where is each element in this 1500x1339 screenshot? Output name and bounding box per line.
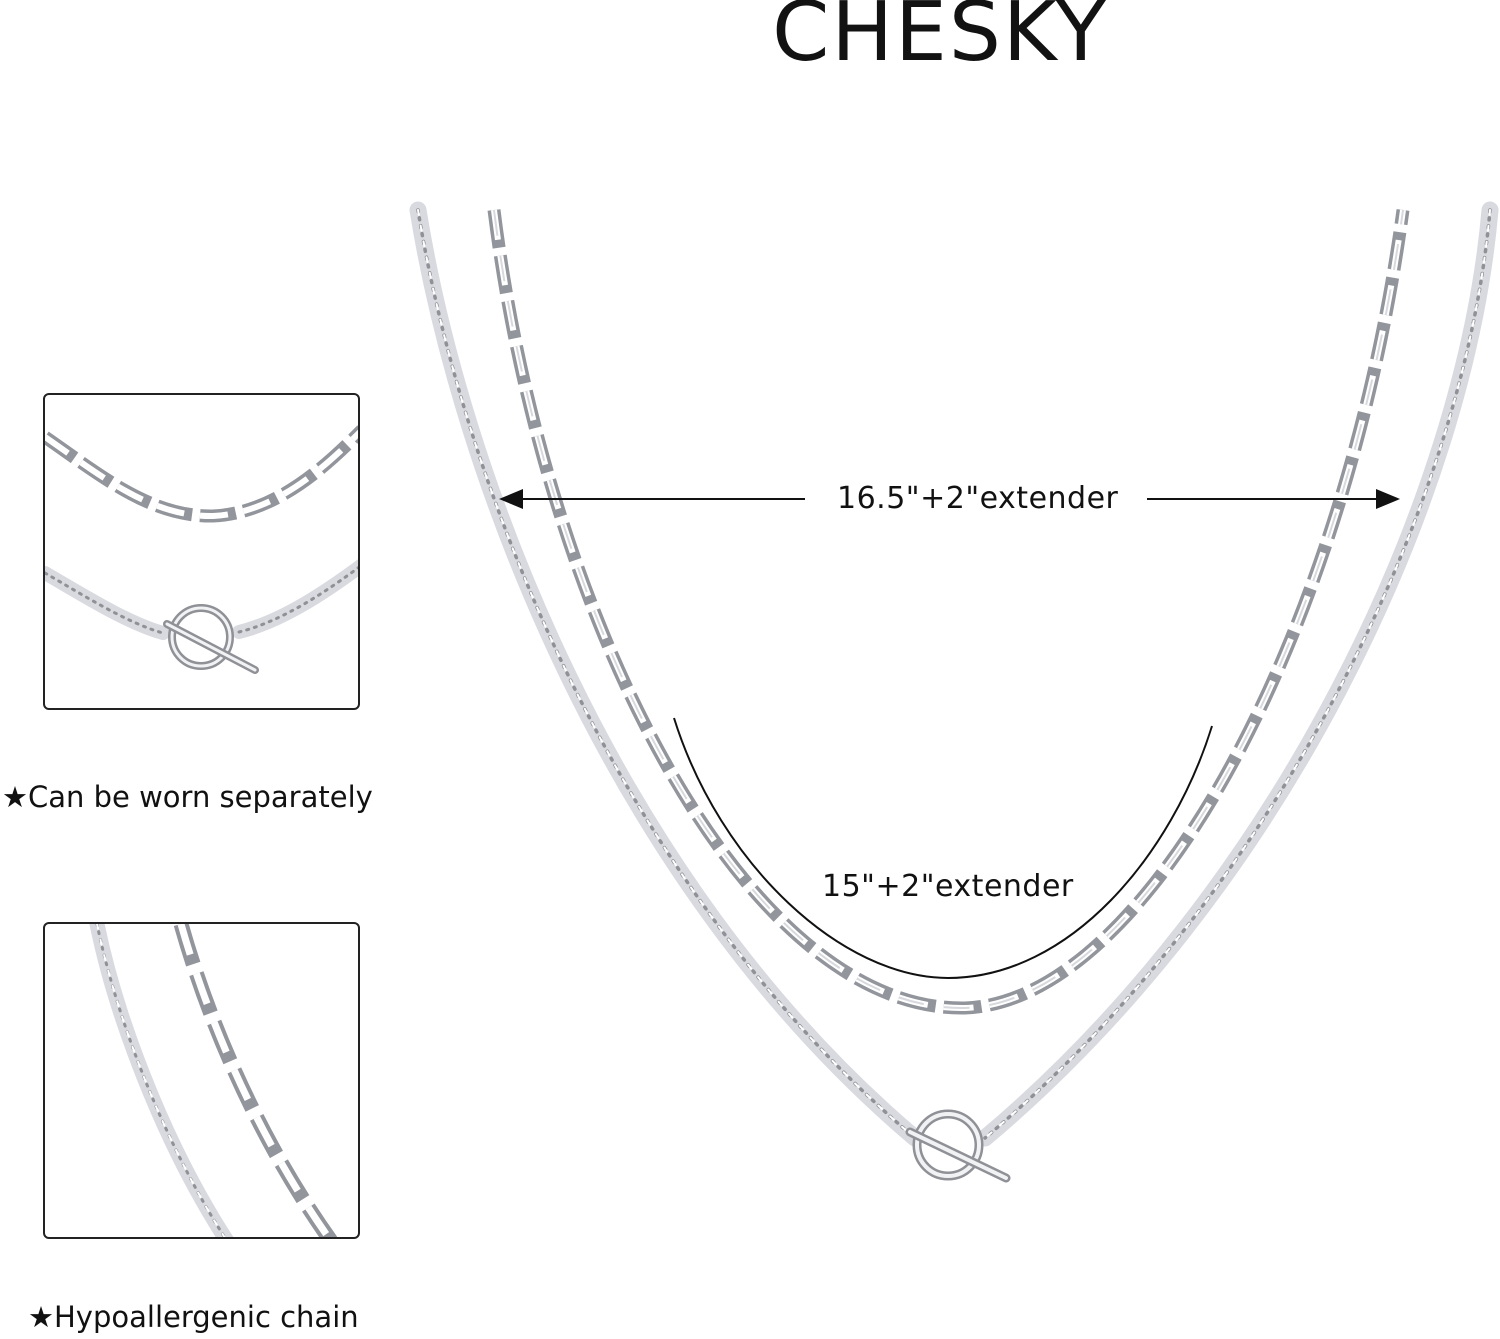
toggle-clasp [905,1109,1011,1183]
short-chain-measurement: 15"+2"extender [822,869,1074,904]
bottom-curb-chain [89,924,234,1237]
feature-hypoallergenic: ★Hypoallergenic chain [28,1300,359,1334]
long-chain-measurement: 16.5"+2"extender [837,481,1119,516]
brand-title: CHESKY [772,0,1108,80]
detail-bottom-illustration [89,924,338,1237]
curb-chain-right [976,201,1499,1147]
inner-length-curve [673,717,1213,980]
feature-separate-wear: ★Can be worn separately [2,780,373,814]
separate-wear-detail-image [43,393,360,710]
hypoallergenic-detail-image [43,922,360,1239]
detail-top-illustration [45,425,358,674]
detail-toggle-clasp [163,604,259,674]
curb-chain-left [409,201,924,1147]
